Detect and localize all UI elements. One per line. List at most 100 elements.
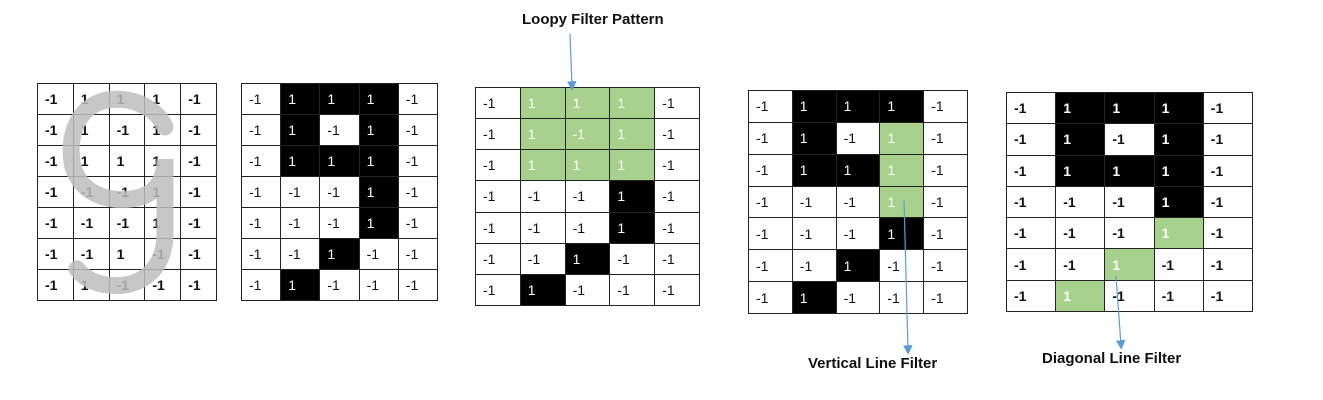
grid-cell: -1: [1203, 155, 1253, 187]
grid-cell: 1: [281, 84, 321, 115]
grid-cell: -1: [398, 208, 438, 239]
grid-cell: -1: [749, 218, 793, 251]
grid-cell: -1: [792, 186, 837, 219]
grid-cell: -1: [924, 154, 968, 187]
grid-cell: 1: [610, 150, 656, 182]
grid-cell: -1: [38, 115, 74, 146]
grid-cell: 1: [565, 150, 611, 182]
grid-cell: 1: [320, 239, 360, 270]
grid-cell: 1: [880, 218, 925, 251]
grid-cell: 1: [610, 88, 656, 120]
grid-cell: 1: [565, 88, 611, 120]
grid-cell: 1: [880, 122, 925, 155]
grid-cell: -1: [242, 239, 282, 270]
grid-cell: 1: [792, 282, 837, 314]
grid-cell: -1: [359, 270, 399, 301]
grid-cell: -1: [792, 218, 837, 251]
grid-cell: 1: [836, 250, 881, 283]
grid-cell: 1: [1105, 249, 1155, 281]
grid-cell: 1: [320, 146, 360, 177]
grid-cell: -1: [181, 84, 217, 115]
grid-cell: -1: [565, 119, 611, 151]
grid-cell: -1: [38, 146, 74, 177]
grid-cell: -1: [749, 282, 793, 314]
grid-cell: -1: [398, 146, 438, 177]
grid-cell: 1: [610, 212, 656, 244]
grid-cell: -1: [109, 115, 146, 146]
grid-cell: -1: [398, 270, 438, 301]
grid-cell: -1: [749, 122, 793, 155]
grid-cell: 1: [109, 146, 146, 177]
grid-cell: 1: [1056, 124, 1106, 156]
grid-cell: 1: [1154, 186, 1204, 219]
grid-cell: -1: [610, 243, 656, 275]
grid-cell: -1: [476, 119, 521, 151]
grid-cell: -1: [520, 212, 566, 244]
grid-cell: -1: [281, 239, 321, 270]
grid-cell: 1: [359, 115, 399, 146]
grid-cell: 1: [73, 270, 110, 301]
grid-cell: -1: [1203, 218, 1253, 250]
grid-cell: -1: [1154, 280, 1204, 312]
grid-cell: -1: [565, 274, 611, 306]
grid-cell: -1: [476, 243, 521, 275]
grid-cell: 1: [1154, 124, 1204, 156]
grid-cell: -1: [1007, 155, 1057, 187]
grid-cell: -1: [1007, 280, 1057, 312]
grid-cell: -1: [1007, 124, 1057, 156]
grid-cell: -1: [38, 270, 74, 301]
grid-cell: -1: [655, 181, 700, 213]
grid-cell: 1: [880, 186, 925, 219]
grid-cell: -1: [242, 84, 282, 115]
grid-cell: -1: [565, 181, 611, 213]
grid-cell: -1: [1007, 249, 1057, 281]
grid-cell: -1: [1203, 124, 1253, 156]
grid-cell: -1: [398, 177, 438, 208]
grid-cell: -1: [749, 154, 793, 187]
grid-cell: -1: [749, 186, 793, 219]
grid-cell: 1: [610, 119, 656, 151]
grid-cell: 1: [320, 84, 360, 115]
grid-cell: -1: [749, 250, 793, 283]
grid-cell: -1: [476, 150, 521, 182]
grid-cell: -1: [242, 146, 282, 177]
grid-cell: 1: [1154, 155, 1204, 187]
grid-cell: 1: [281, 270, 321, 301]
grid-cell: -1: [1203, 93, 1253, 125]
grid-cell: -1: [924, 122, 968, 155]
grid-cell: -1: [655, 119, 700, 151]
grid-cell: -1: [1056, 249, 1106, 281]
grid-cell: -1: [655, 212, 700, 244]
grid-cell: -1: [109, 270, 146, 301]
grid-cell: -1: [1056, 218, 1106, 250]
grid-cell: -1: [73, 208, 110, 239]
grid-cell: 1: [281, 146, 321, 177]
grid-cell: 1: [1105, 155, 1155, 187]
grid-cell: -1: [836, 186, 881, 219]
grid-cell: 1: [73, 84, 110, 115]
grid-cell: 1: [145, 208, 182, 239]
grid-cell: -1: [1007, 218, 1057, 250]
grid-cell: 1: [145, 84, 182, 115]
grid-cell: -1: [1203, 186, 1253, 219]
grid-cell: 1: [359, 177, 399, 208]
grid-cell: 1: [1105, 93, 1155, 125]
grid-cell: 1: [1154, 218, 1204, 250]
grid-cell: -1: [109, 177, 146, 208]
grid-cell: -1: [320, 208, 360, 239]
grid-cell: 1: [1056, 93, 1106, 125]
grid-cell: -1: [749, 91, 793, 123]
grid-cell: 1: [880, 91, 925, 123]
grid-cell: -1: [880, 282, 925, 314]
grid-cell: -1: [880, 250, 925, 283]
grid-cell: -1: [836, 218, 881, 251]
grid-cell: -1: [1154, 249, 1204, 281]
grid-cell: -1: [1007, 186, 1057, 219]
grid-cell: -1: [1105, 280, 1155, 312]
grid-cell: -1: [565, 212, 611, 244]
grid-cell: -1: [924, 186, 968, 219]
grid-cell: 1: [520, 119, 566, 151]
